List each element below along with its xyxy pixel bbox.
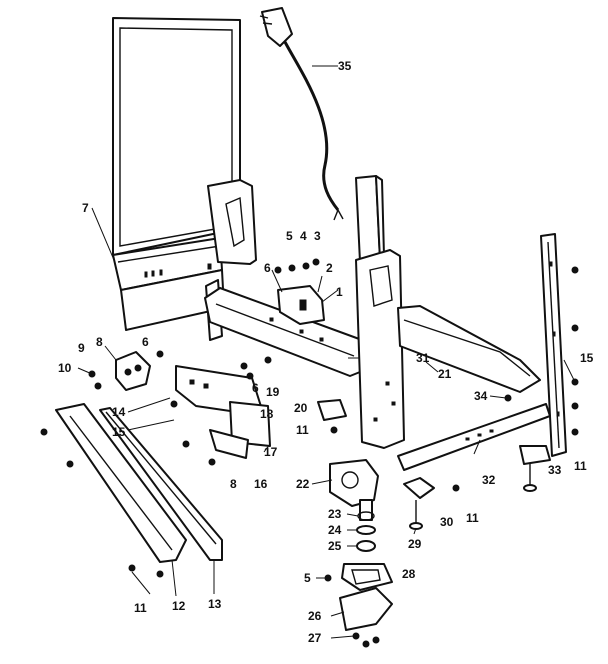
part-16-clamp	[209, 429, 249, 459]
label-6: 6	[252, 381, 259, 395]
label-13: 13	[208, 597, 222, 611]
part-foot-right	[519, 445, 551, 492]
part-20	[317, 399, 347, 421]
screws-5-4-3	[288, 258, 320, 272]
screws-misc	[40, 266, 579, 582]
label-5: 5	[304, 571, 311, 585]
label-9: 9	[78, 341, 85, 355]
label-15: 15	[112, 425, 126, 439]
label-26: 26	[308, 609, 322, 623]
label-18: 18	[260, 407, 274, 421]
label-11: 11	[134, 601, 147, 615]
part-32-bottom-rail	[397, 403, 551, 471]
label-27: 27	[308, 631, 322, 645]
label-11: 11	[296, 423, 309, 437]
callout-labels: 35 7 5 4 3 2 1 6 9 8 6 6 19 31 21 10 14 …	[58, 59, 594, 645]
label-31: 31	[416, 351, 430, 365]
label-5: 5	[286, 229, 293, 243]
label-25: 25	[328, 539, 342, 553]
label-35: 35	[338, 59, 352, 73]
part-33-right-rail	[540, 233, 567, 457]
label-15: 15	[580, 351, 594, 365]
part-31-right-frame	[355, 249, 541, 449]
label-12: 12	[172, 599, 186, 613]
part-1-bracket	[277, 285, 325, 325]
label-3: 3	[314, 229, 321, 243]
label-11: 11	[574, 459, 587, 473]
label-1: 1	[336, 285, 343, 299]
label-8: 8	[96, 335, 103, 349]
label-22: 22	[296, 477, 310, 491]
frame-rear-column	[355, 175, 385, 263]
label-19: 19	[266, 385, 280, 399]
label-28: 28	[402, 567, 416, 581]
label-23: 23	[328, 507, 342, 521]
part-12-kick-plate	[55, 403, 187, 563]
label-4: 4	[300, 229, 307, 243]
part-8-switch	[115, 351, 151, 391]
label-8: 8	[230, 477, 237, 491]
part-26-bracket	[339, 587, 393, 648]
label-2: 2	[326, 261, 333, 275]
part-17-panel	[229, 401, 271, 447]
part-13-kick-plate	[99, 407, 223, 561]
part-30-29	[403, 477, 435, 530]
label-29: 29	[408, 537, 422, 551]
label-30: 30	[440, 515, 454, 529]
label-14: 14	[112, 405, 126, 419]
part-7-door-panel	[112, 17, 241, 331]
label-21: 21	[438, 367, 452, 381]
label-11: 11	[466, 511, 479, 525]
label-32: 32	[482, 473, 496, 487]
label-10: 10	[58, 361, 72, 375]
label-16: 16	[254, 477, 268, 491]
label-20: 20	[294, 401, 308, 415]
label-7: 7	[82, 201, 89, 215]
part-22-valve	[329, 459, 379, 521]
label-24: 24	[328, 523, 342, 537]
label-34: 34	[474, 389, 488, 403]
leader-lines	[77, 65, 576, 639]
part-28-base	[341, 563, 393, 591]
label-33: 33	[548, 463, 562, 477]
label-6: 6	[142, 335, 149, 349]
part-35-power-cord	[259, 7, 344, 221]
label-6: 6	[264, 261, 271, 275]
label-17: 17	[264, 445, 278, 459]
